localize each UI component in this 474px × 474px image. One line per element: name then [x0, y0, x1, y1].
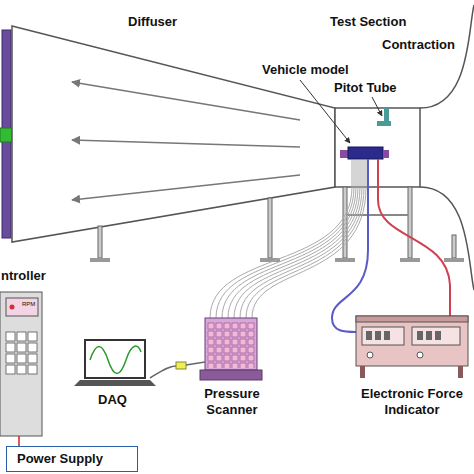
pressure-scanner-ports — [207, 322, 255, 368]
pitot-tube — [377, 121, 391, 126]
controller-keypad — [6, 332, 37, 374]
pressure-tube — [240, 160, 362, 318]
laptop-screen — [85, 340, 145, 378]
vehicle-model — [348, 147, 383, 159]
support-foot — [335, 258, 355, 262]
contraction-outline — [420, 187, 474, 290]
support-leg — [268, 198, 272, 258]
controller-cabinet — [0, 292, 42, 436]
leader-line — [372, 97, 382, 116]
force-wire — [332, 159, 368, 332]
contraction-outline — [420, 5, 474, 108]
box-label: Power Supply — [17, 451, 127, 467]
keypad-key — [17, 332, 26, 341]
keypad-key — [17, 343, 26, 352]
laptop-base — [74, 380, 156, 386]
controller-lamp — [10, 305, 15, 310]
flow-arrow — [72, 140, 300, 147]
part-label: Vehicle model — [262, 62, 349, 78]
usb-connector — [176, 362, 186, 369]
display-digit — [366, 331, 372, 340]
force-indicator-body — [356, 316, 468, 366]
power-supply-box: Power Supply — [6, 446, 138, 472]
diffuser-outline — [12, 26, 335, 242]
indicator-leg — [458, 366, 463, 378]
device-label: Pressure Scanner — [187, 386, 277, 419]
support-brace — [347, 214, 408, 216]
display-digit — [417, 331, 423, 340]
display-label: RPM — [22, 301, 35, 309]
keypad-key — [6, 365, 15, 374]
force-wire — [378, 159, 450, 316]
flow-arrow — [72, 82, 300, 120]
support-foot — [90, 258, 110, 262]
keypad-key — [6, 343, 15, 352]
indicator-knob — [367, 352, 373, 358]
controller-label: ntroller — [1, 268, 62, 284]
pressure-tubes — [210, 160, 366, 318]
keypad-key — [28, 354, 37, 363]
keypad-key — [17, 354, 26, 363]
section-label: Test Section — [330, 14, 406, 30]
section-label: Diffuser — [128, 14, 177, 30]
controller-display — [6, 298, 38, 316]
support-leg — [452, 235, 456, 258]
force-display — [362, 327, 404, 345]
support-foot — [444, 258, 464, 262]
support-foot — [400, 258, 420, 262]
indicator-knob — [417, 352, 423, 358]
pressure-tube — [234, 160, 360, 318]
force-indicator-top — [356, 316, 468, 322]
force-display — [412, 327, 460, 345]
section-label: Contraction — [382, 37, 455, 53]
display-digit — [375, 331, 381, 340]
usb-cable — [186, 362, 205, 365]
display-digit — [384, 331, 390, 340]
keypad-key — [28, 332, 37, 341]
controller-unit: ntroller — [0, 266, 62, 436]
part-label: Pitot Tube — [334, 80, 397, 96]
display-digit — [426, 331, 432, 340]
keypad-key — [28, 365, 37, 374]
power-cable — [18, 436, 20, 446]
flow-arrow — [72, 175, 300, 200]
indicator-leg — [360, 366, 365, 378]
usb-cable — [150, 366, 176, 378]
device-label: Electronic Force Indicator — [352, 386, 472, 419]
model-mount — [383, 150, 389, 158]
pressure-tube — [222, 160, 356, 318]
keypad-key — [6, 354, 15, 363]
device-label: DAQ — [98, 392, 127, 408]
keypad-key — [17, 365, 26, 374]
keypad-key — [6, 332, 15, 341]
support-leg — [98, 226, 102, 258]
pressure-scanner-base — [200, 370, 262, 380]
keypad-key — [28, 343, 37, 352]
support-leg — [408, 187, 412, 258]
signal-wave — [90, 346, 141, 373]
pressure-tube — [246, 160, 364, 318]
display-digit — [435, 331, 441, 340]
pressure-scanner-body — [205, 318, 257, 370]
